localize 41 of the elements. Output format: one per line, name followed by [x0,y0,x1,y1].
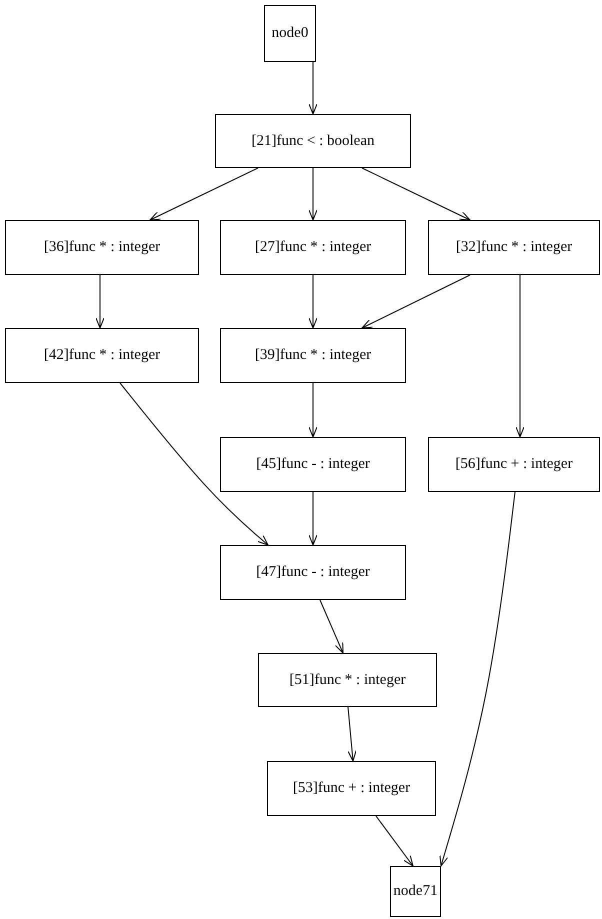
arrow [320,600,344,654]
arrow [96,274,104,328]
process-box [5,328,199,383]
arrow [376,816,414,866]
arrow [362,274,470,328]
process-box [5,220,199,275]
process-box [220,437,406,492]
node-label: [32]func * : integer [456,239,572,256]
process-box [390,866,441,917]
process-box [220,220,406,275]
node-label: [45]func - : integer [256,456,370,473]
arrow [348,706,357,762]
process-box [264,5,316,62]
node-label: [21]func < : boolean [251,132,374,150]
arrow [120,382,268,546]
node-label: node0 [272,25,308,42]
process-box [215,114,411,168]
arrow [308,382,318,438]
arrow [516,274,524,438]
node-label: [27]func * : integer [254,239,372,256]
arrow [440,492,516,866]
node-label: [53]func + : integer [292,780,410,797]
arrow [308,168,318,220]
arrow [362,168,470,220]
process-box [220,328,406,383]
node-label: [36]func * : integer [44,239,160,256]
process-box [258,653,437,707]
node-label: [42]func * : integer [44,347,160,364]
arrow [150,168,258,220]
node-label: [56]func + : integer [455,456,573,473]
process-box [220,545,406,600]
process-box [267,761,436,816]
process-box [428,437,600,492]
arrow [308,62,318,114]
node-label: node71 [393,883,438,900]
arrow [308,492,318,546]
arrow [308,274,318,328]
node-label: [47]func - : integer [256,564,370,581]
node-label: [39]func * : integer [254,347,372,364]
node-label: [51]func * : integer [289,672,406,688]
process-box [428,220,600,275]
